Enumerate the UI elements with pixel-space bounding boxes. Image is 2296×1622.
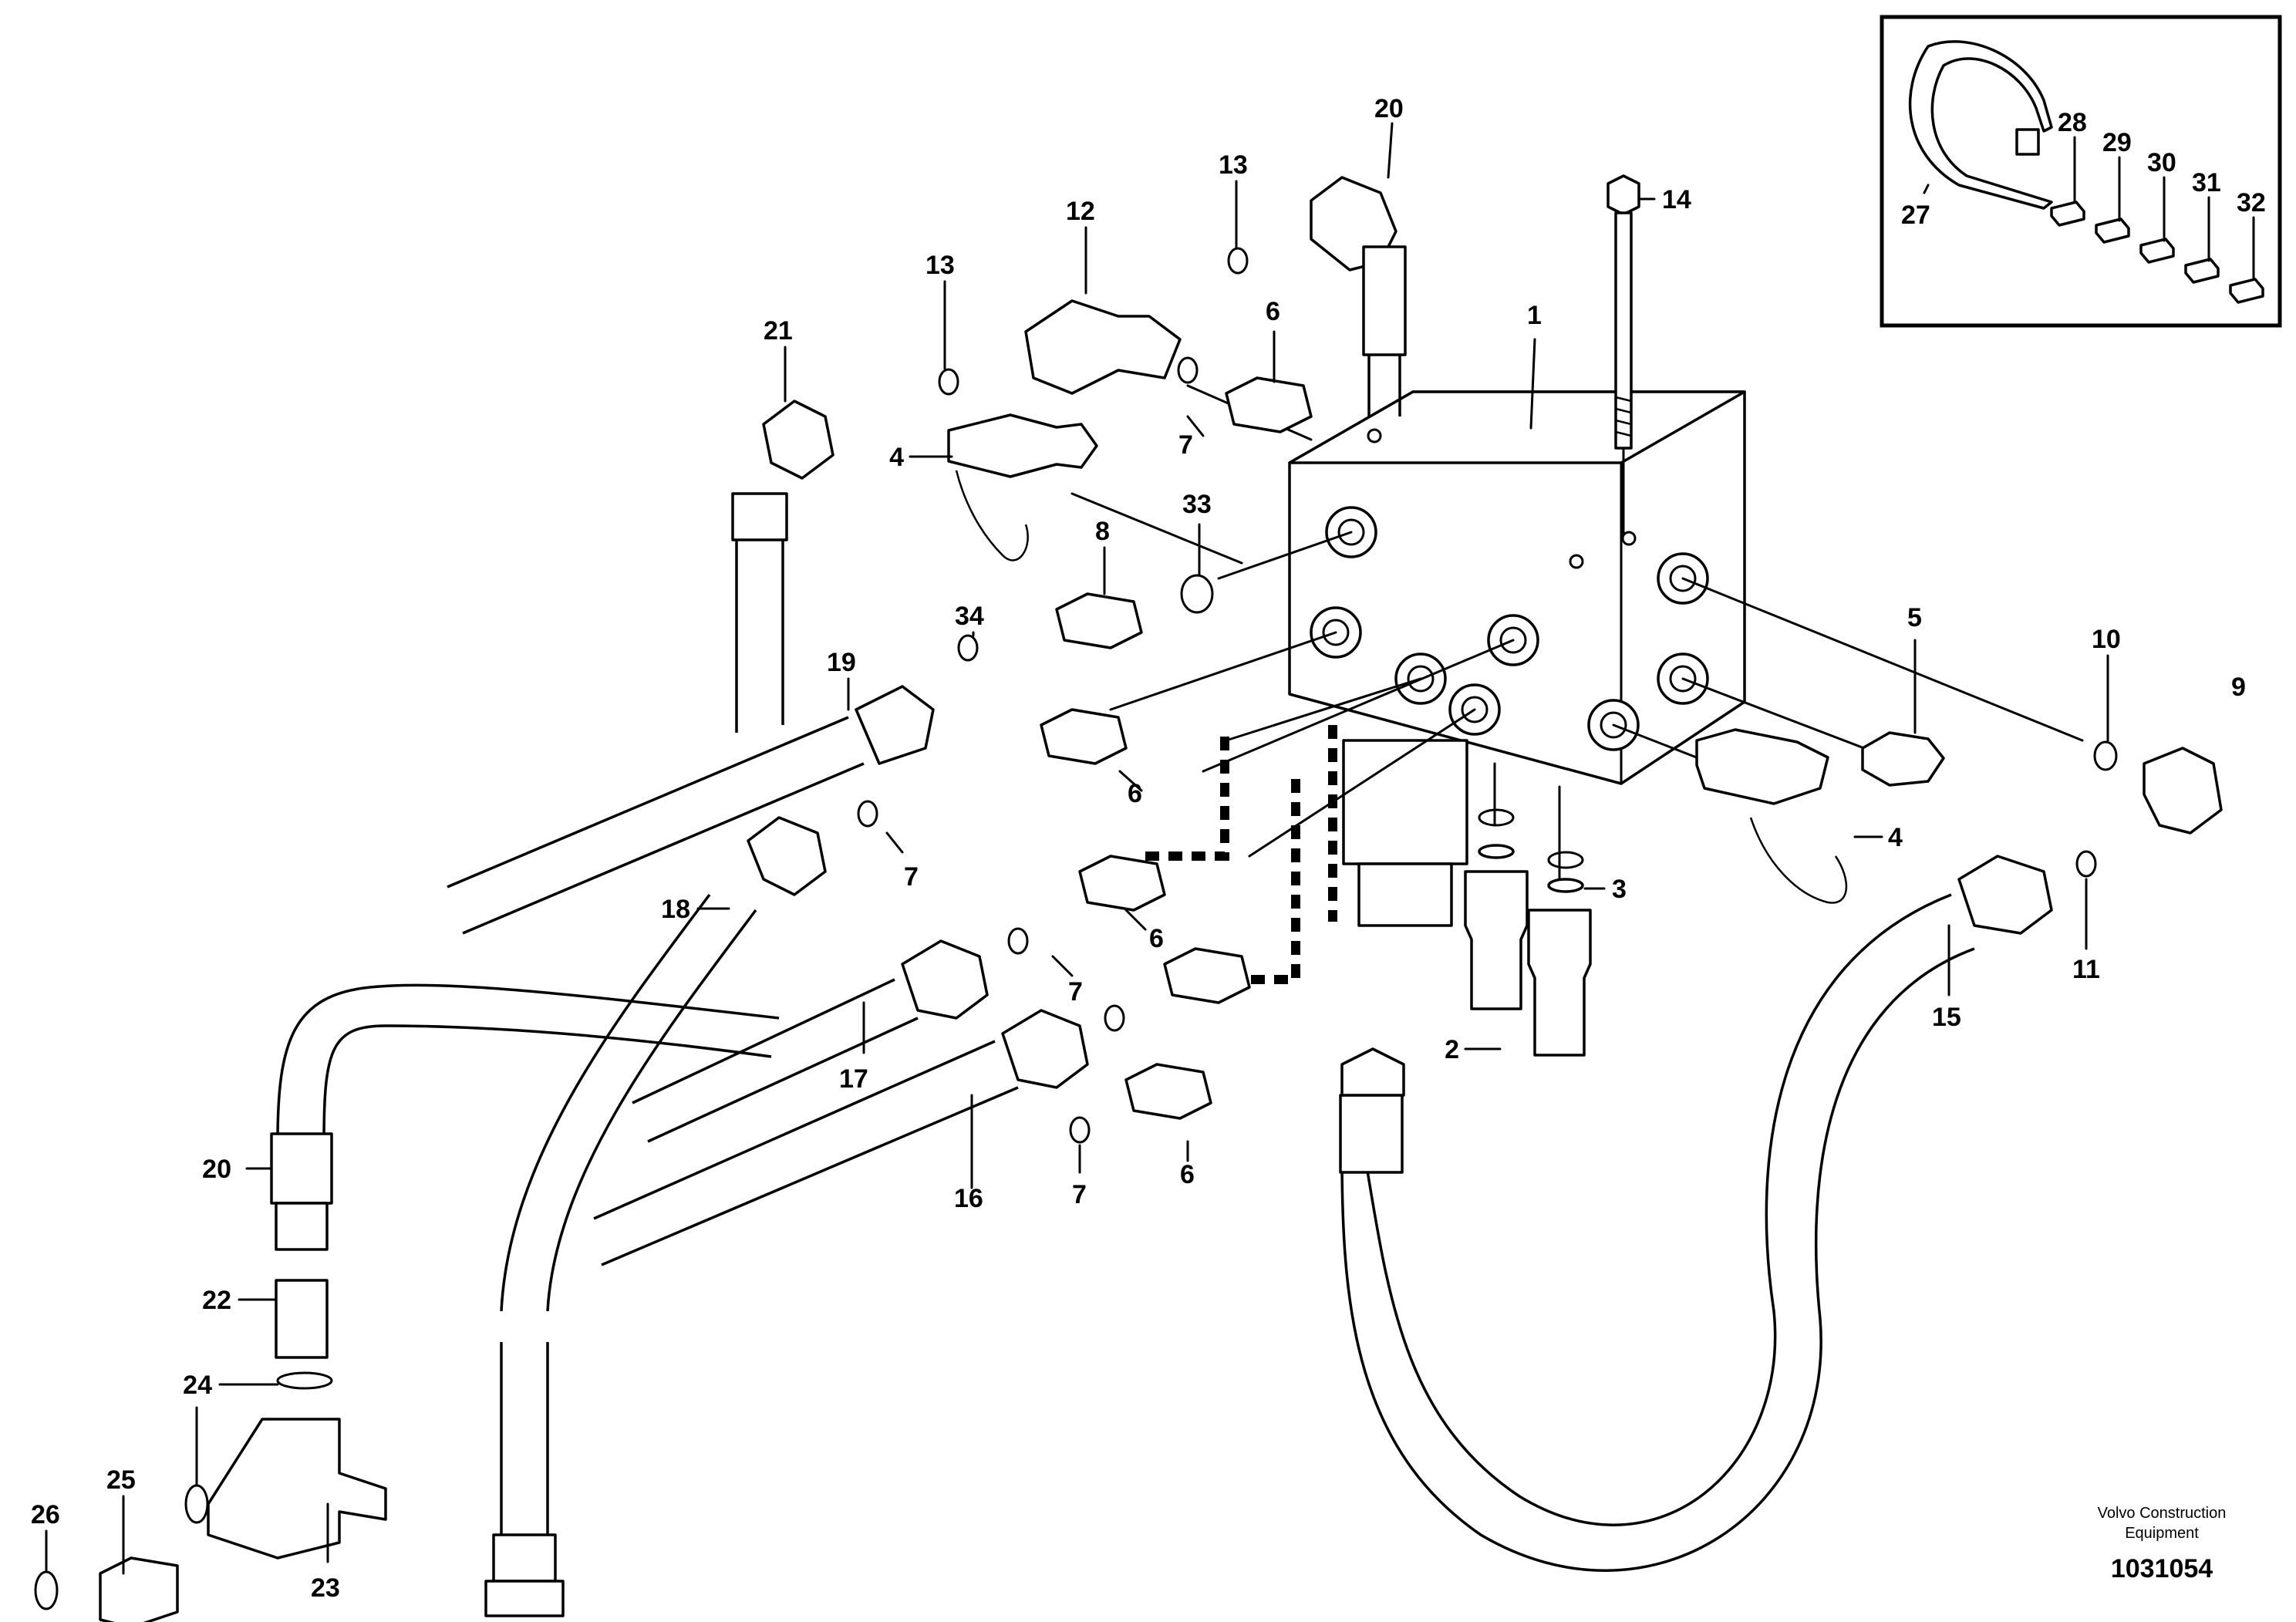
label-7c: 7 <box>1068 977 1083 1007</box>
valve-ports <box>1310 506 1709 751</box>
label-10: 10 <box>2092 625 2121 654</box>
nipples <box>1040 376 1313 1120</box>
label-7b: 7 <box>904 862 919 892</box>
bolt <box>1607 174 1640 535</box>
label-6c: 6 <box>1149 924 1164 953</box>
label-34: 34 <box>955 602 984 631</box>
label-24: 24 <box>183 1371 212 1400</box>
label-26: 26 <box>31 1500 60 1529</box>
label-25: 25 <box>106 1465 136 1495</box>
elbow-hose-top <box>1310 176 1407 416</box>
label-1: 1 <box>1527 301 1542 330</box>
inset-box <box>1880 15 2282 328</box>
tee-fitting <box>1024 299 1182 395</box>
label-31: 31 <box>2192 168 2221 197</box>
dashed-lines <box>1141 725 1337 984</box>
label-21: 21 <box>764 316 793 346</box>
quick-couplings <box>1464 844 1592 1057</box>
label-7d: 7 <box>1072 1180 1087 1209</box>
label-29: 29 <box>2102 128 2132 157</box>
label-19: 19 <box>827 648 856 677</box>
valve-block <box>1288 390 1746 927</box>
label-5: 5 <box>1907 603 1922 632</box>
label-22: 22 <box>202 1286 231 1315</box>
label-20a: 20 <box>1374 94 1404 123</box>
label-20b: 20 <box>202 1155 231 1184</box>
label-6b: 6 <box>1128 779 1142 808</box>
label-6a: 6 <box>1266 297 1280 326</box>
label-4a: 4 <box>889 443 904 472</box>
hose-17 <box>632 939 989 1143</box>
label-12: 12 <box>1066 197 1095 226</box>
brand-line-2: Equipment <box>2125 1525 2199 1542</box>
label-3: 3 <box>1612 875 1627 904</box>
label-16: 16 <box>954 1184 983 1213</box>
hose-20-lower <box>270 983 780 1251</box>
document-number: 1031054 <box>2111 1554 2213 1583</box>
label-leaders <box>45 122 2109 1575</box>
label-33: 33 <box>1182 490 1212 519</box>
label-6d: 6 <box>1180 1160 1195 1189</box>
label-32: 32 <box>2237 188 2266 218</box>
label-9: 9 <box>2231 673 2246 702</box>
label-11: 11 <box>2072 955 2100 984</box>
hose-18 <box>484 816 827 1617</box>
label-28: 28 <box>2058 108 2087 137</box>
label-8: 8 <box>1095 517 1110 546</box>
label-13a: 13 <box>925 251 955 280</box>
footer: Volvo Construction Equipment 1031054 <box>2098 1505 2227 1583</box>
part-labels: 1 2 3 4 4 5 6 6 6 6 7 7 7 7 8 9 10 11 12… <box>31 94 2266 1603</box>
label-27: 27 <box>1901 201 1930 230</box>
hose-19 <box>447 685 935 935</box>
fittings-lower-left <box>99 1279 387 1622</box>
label-7a: 7 <box>1178 430 1193 460</box>
coupling-left <box>947 413 1098 561</box>
cable-tie <box>1908 40 2053 210</box>
o-rings <box>34 247 2118 1610</box>
plug <box>1861 731 1945 787</box>
label-17: 17 <box>839 1064 868 1094</box>
hose-21 <box>731 400 834 733</box>
label-18: 18 <box>661 895 690 924</box>
label-23: 23 <box>311 1573 340 1603</box>
label-15: 15 <box>1932 1003 1961 1032</box>
hose-16 <box>593 1009 1089 1266</box>
label-2: 2 <box>1445 1035 1459 1064</box>
clips <box>2050 201 2264 304</box>
elbow-fitting <box>2143 747 2223 835</box>
label-4b: 4 <box>1888 823 1903 852</box>
label-14: 14 <box>1662 185 1691 214</box>
coupling-right <box>1695 728 1848 904</box>
label-13b: 13 <box>1219 150 1248 180</box>
brand-line-1: Volvo Construction <box>2098 1505 2227 1522</box>
label-30: 30 <box>2147 148 2176 177</box>
hose-15 <box>1339 855 2053 1573</box>
